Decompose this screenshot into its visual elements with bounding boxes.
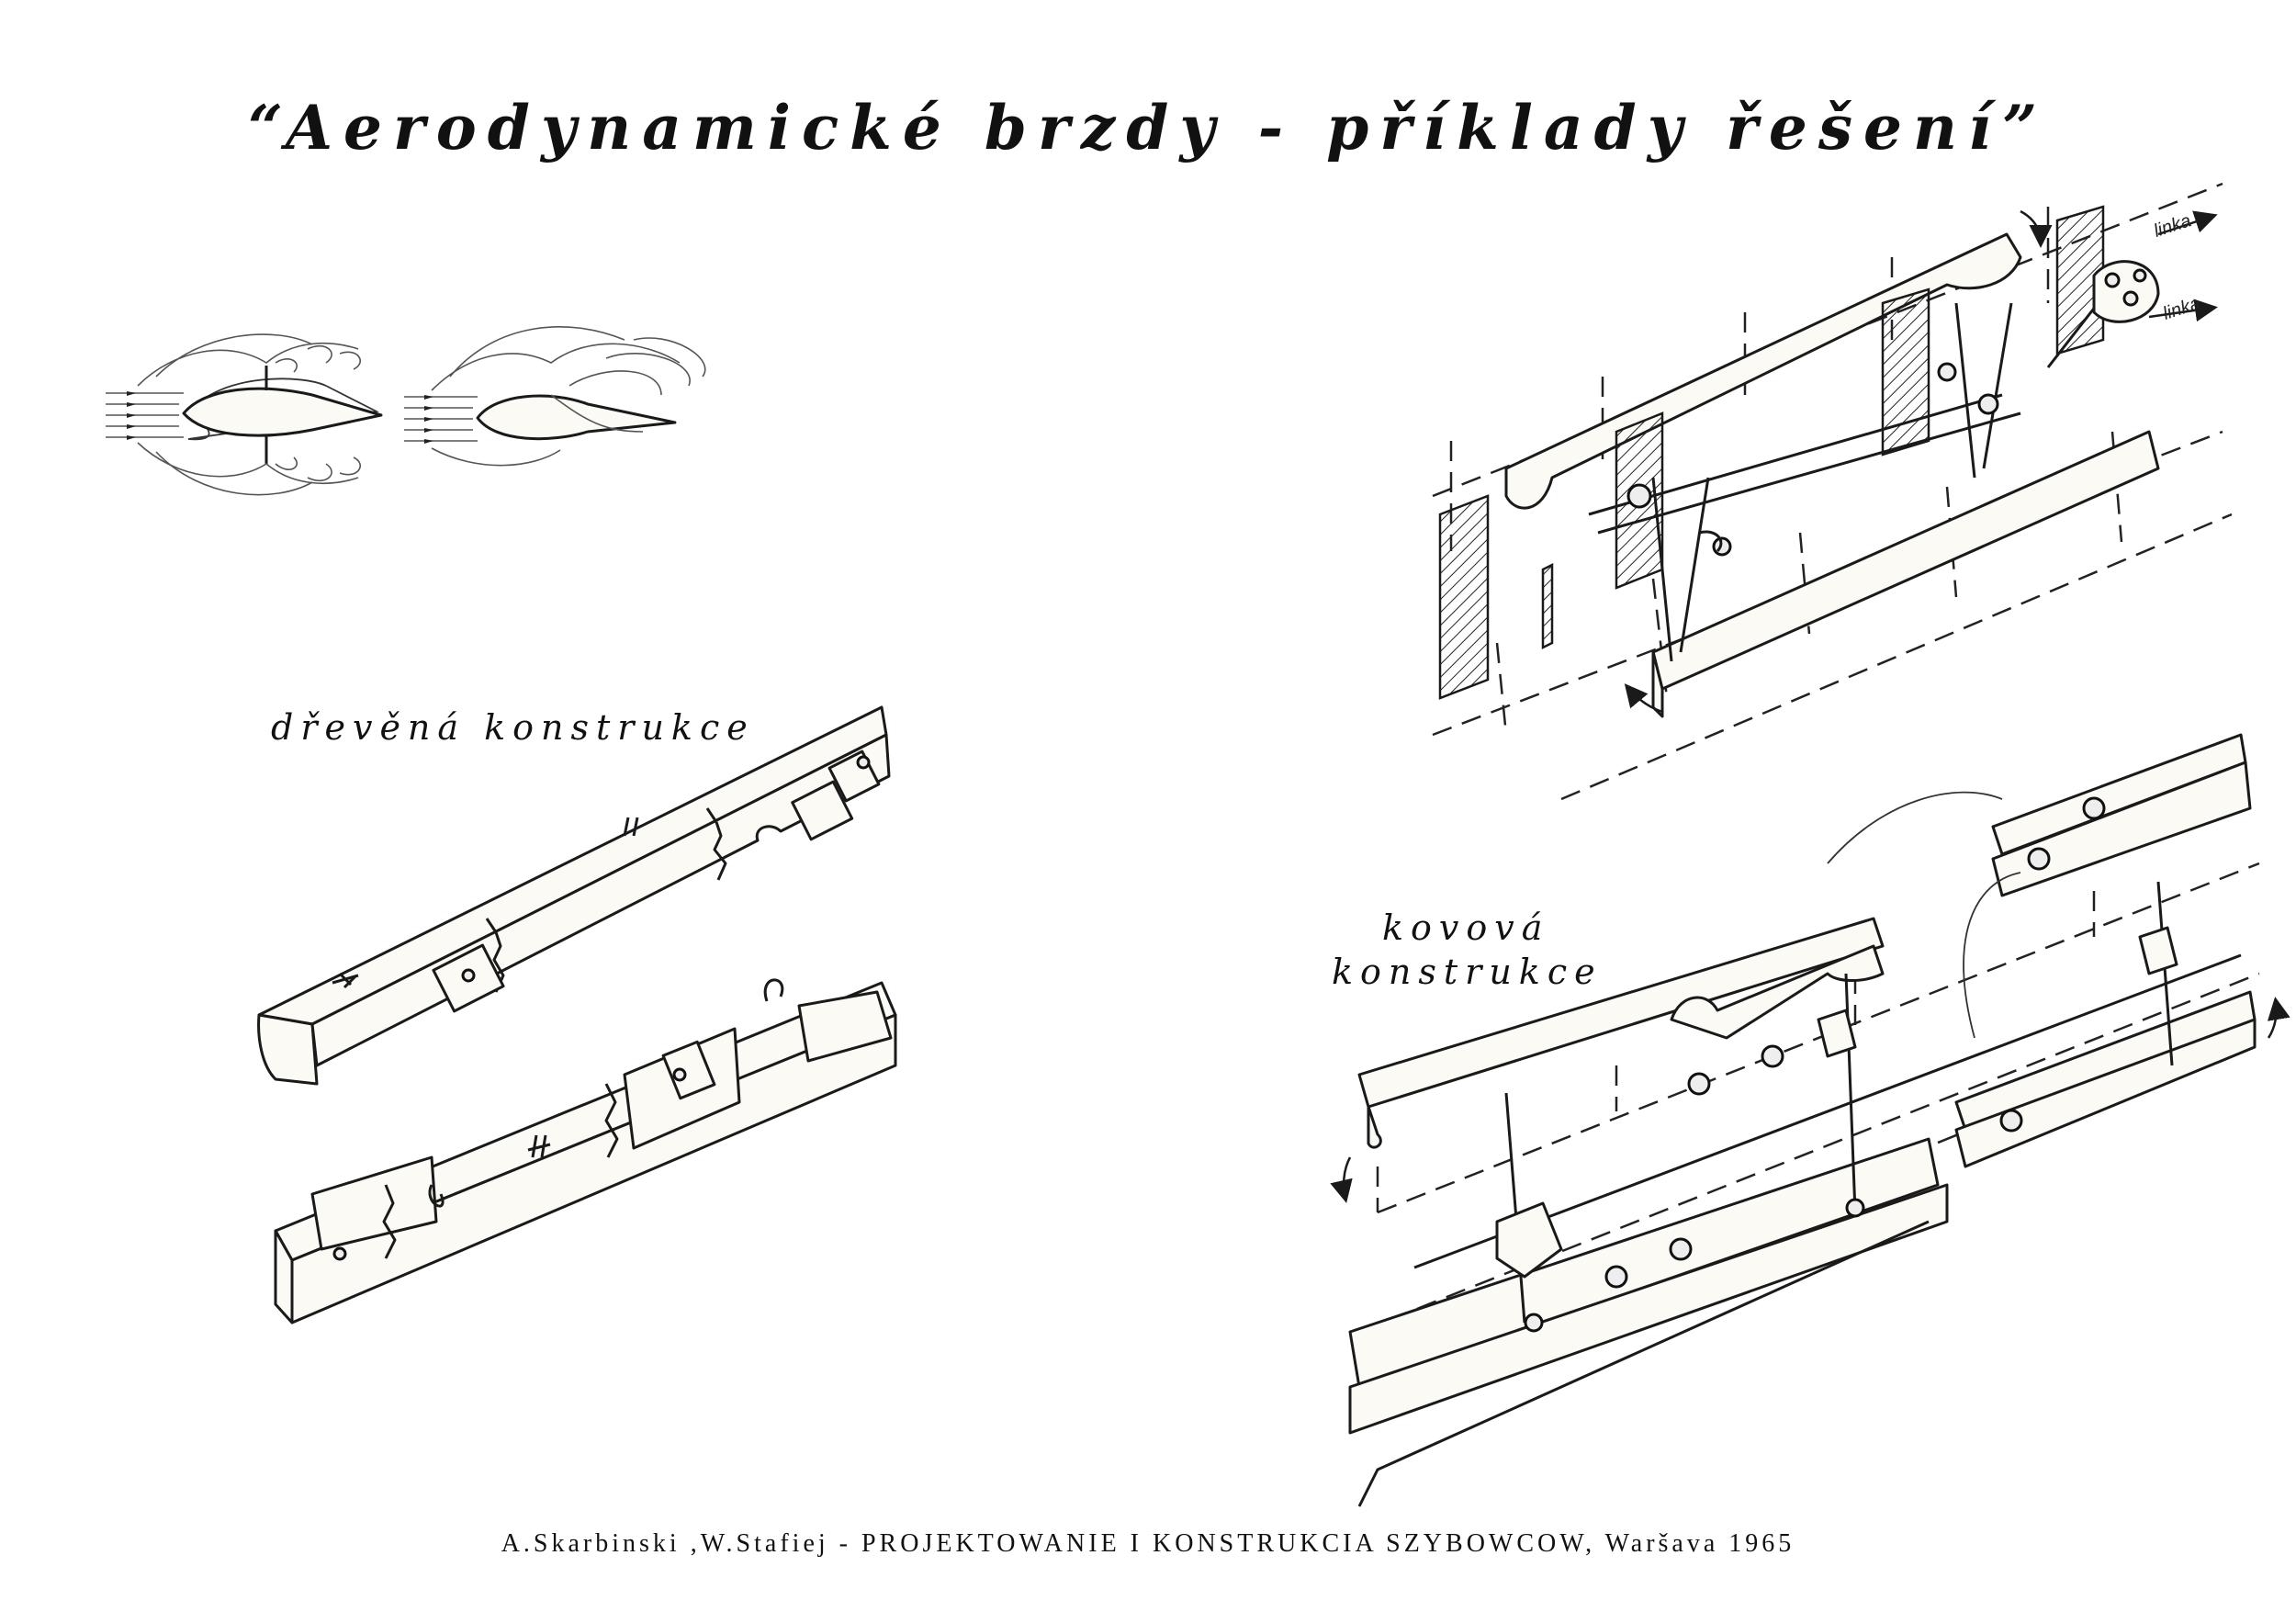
label-metal-construction-line1: kovová	[1382, 907, 1550, 948]
wooden-brake-upper-beam	[257, 705, 891, 1086]
source-citation: A.Skarbinski ,W.Stafiej - PROJEKTOWANIE …	[501, 1529, 1795, 1558]
label-metal-construction-line2: konstrukce	[1332, 952, 1603, 992]
page-title: “Aerodynamické brzdy - příklady řešení”	[247, 92, 2049, 163]
wooden-brake-lower-beam	[274, 978, 897, 1324]
label-wooden-construction: dřevěná konstrukce	[271, 707, 755, 748]
airflow-diagram-brake-open	[106, 333, 383, 496]
brake-mechanism-exploded-view	[1432, 182, 2233, 801]
metal-brake-assembly	[1330, 733, 2290, 1507]
airflow-diagram-separated-flow	[404, 326, 706, 467]
